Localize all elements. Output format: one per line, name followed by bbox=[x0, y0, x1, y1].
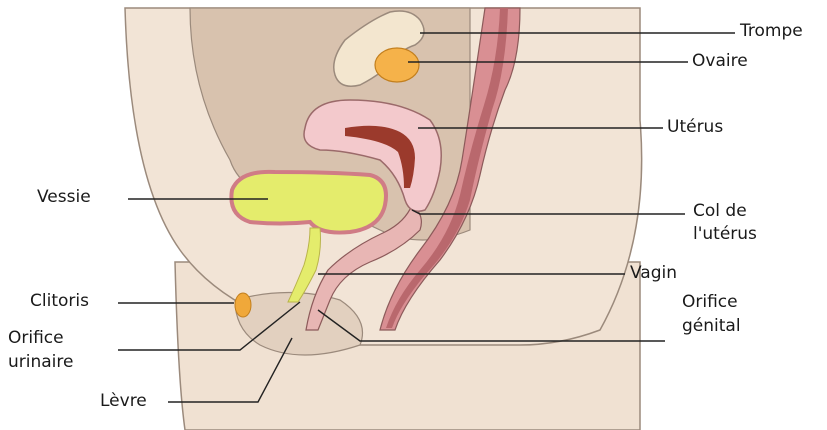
label-orifice-genital-line1: Orifice bbox=[682, 292, 738, 313]
label-levre: Lèvre bbox=[100, 391, 147, 412]
label-orifice-genital-line2: génital bbox=[682, 316, 741, 337]
label-trompe: Trompe bbox=[740, 21, 803, 42]
bladder bbox=[231, 172, 386, 233]
label-orifice-urinaire-line2: urinaire bbox=[8, 352, 73, 373]
clitoris bbox=[235, 293, 251, 317]
label-col-line2: l'utérus bbox=[693, 224, 757, 245]
label-vessie: Vessie bbox=[37, 187, 91, 208]
label-ovaire: Ovaire bbox=[692, 51, 748, 72]
label-orifice-urinaire-line1: Orifice bbox=[8, 328, 64, 349]
label-vagin: Vagin bbox=[630, 263, 677, 284]
label-uterus: Utérus bbox=[667, 117, 723, 138]
label-clitoris: Clitoris bbox=[30, 291, 89, 312]
ovary bbox=[375, 48, 419, 82]
label-col-line1: Col de bbox=[693, 201, 747, 222]
